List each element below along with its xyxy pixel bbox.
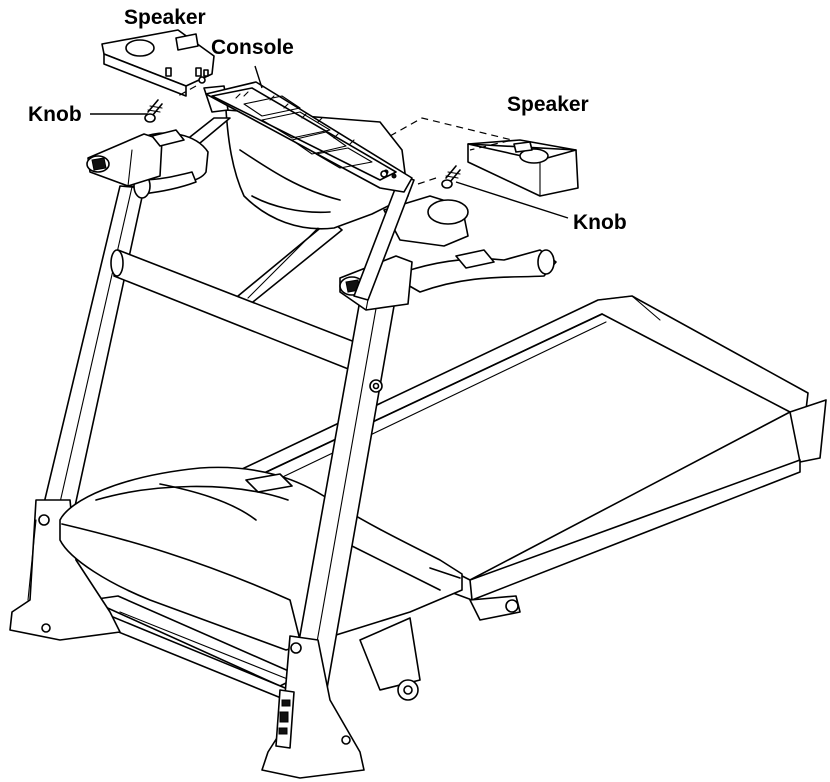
leader-lines <box>90 65 569 219</box>
console <box>205 81 413 193</box>
left-speaker <box>101 29 215 97</box>
deck-frame <box>89 595 521 701</box>
walking-deck <box>239 295 827 601</box>
right-speaker <box>467 139 579 197</box>
right-knob <box>441 165 461 189</box>
left-upright <box>39 185 145 521</box>
label-knob-right: Knob <box>573 211 627 234</box>
console-screw-holes <box>198 76 388 178</box>
label-speaker-left: Speaker <box>124 6 206 29</box>
assembly-guides <box>177 85 513 185</box>
crossbar <box>110 249 367 377</box>
left-knob <box>144 99 163 123</box>
left-handlebar <box>86 129 209 199</box>
console-housing <box>203 85 469 247</box>
right-base <box>261 635 365 779</box>
label-speaker-right: Speaker <box>507 93 589 116</box>
label-console: Console <box>211 36 294 59</box>
label-knob-left: Knob <box>28 103 82 126</box>
